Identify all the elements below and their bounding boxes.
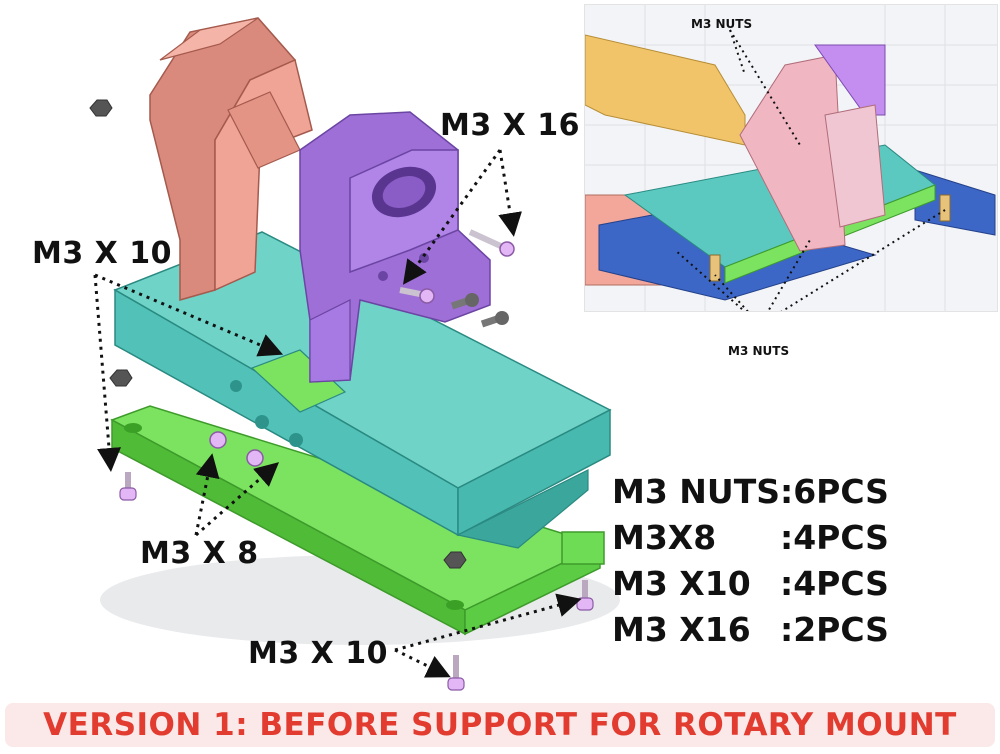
inset-top-label: M3 NUTS [691, 17, 753, 31]
m3x16-label: M3 X 16 [440, 108, 580, 143]
hardware-qty: :4PCS [780, 518, 889, 557]
base-housing [113, 231, 612, 549]
inset-bottom-caption: M3 NUTS [728, 344, 790, 358]
support-arm [149, 17, 313, 301]
rotary-clamp [299, 111, 491, 383]
hardware-qty: :6PCS [780, 472, 889, 511]
hardware-qty: :4PCS [780, 564, 889, 603]
section-view-drawing [585, 5, 997, 311]
m3x10-bottom-label: M3 X 10 [248, 636, 388, 671]
section-detail-inset: M3 NUTS M3 NUTS [584, 4, 998, 312]
hardware-list: M3 NUTS :6PCS M3X8 :4PCS M3 X10 :4PCS M3… [612, 472, 912, 656]
hardware-part: M3 X10 [612, 564, 751, 603]
m3x10-left-label: M3 X 10 [32, 236, 172, 271]
callout-arrows [93, 149, 582, 678]
version-banner: VERSION 1: BEFORE SUPPORT FOR ROTARY MOU… [5, 703, 995, 747]
hardware-qty: :2PCS [780, 610, 889, 649]
hardware-row-m3x10: M3 X10 :4PCS [612, 564, 912, 610]
hardware-part: M3 X16 [612, 610, 751, 649]
hardware-part: M3 NUTS [612, 472, 780, 511]
hardware-row-m3x8: M3X8 :4PCS [612, 518, 912, 564]
nuts [89, 99, 467, 569]
hardware-row-nuts: M3 NUTS :6PCS [612, 472, 912, 518]
m3x8-label: M3 X 8 [140, 536, 259, 571]
hardware-part: M3X8 [612, 518, 717, 557]
hardware-row-m3x16: M3 X16 :2PCS [612, 610, 912, 656]
